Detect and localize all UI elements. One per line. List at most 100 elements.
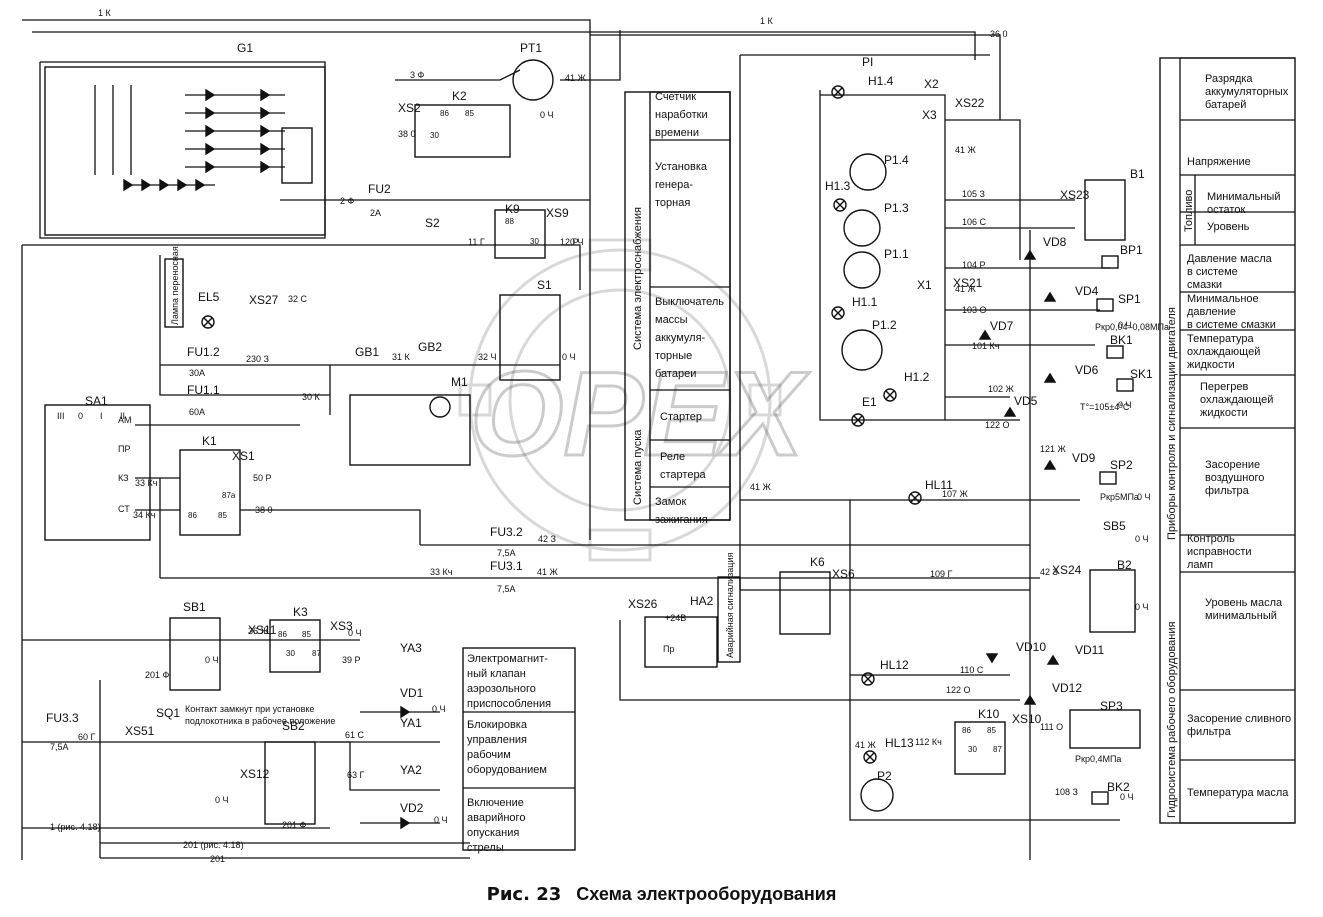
right-cell-6: охлаждающей (1187, 346, 1260, 358)
fuse-rating-1: 30А (189, 368, 205, 378)
wire-label-56: 0 Ч (1118, 400, 1132, 410)
lamp-hl13-x2 (865, 752, 875, 762)
wire-108 (849, 500, 1120, 821)
wire-label-1: 1 К (760, 16, 774, 26)
component-label-xs26: XS26 (628, 597, 658, 611)
component-label-hl11: HL11 (925, 478, 953, 492)
component-label-xs21: XS21 (953, 276, 983, 290)
right-cell-12: Температура масла (1187, 787, 1289, 799)
component-label-hl13: HL13 (885, 736, 914, 750)
component-label-vd5: VD5 (1014, 394, 1038, 408)
gauge-p11 (843, 251, 881, 289)
wire-label-24: 61 С (345, 730, 365, 740)
center-cell-text-4: стартера (660, 469, 707, 481)
wires (21, 19, 1295, 860)
lamp-h14-x2 (833, 87, 843, 97)
k6-box (779, 571, 831, 635)
left-cell-1: ный клапан (467, 668, 526, 680)
sensor-bp1 (1101, 255, 1119, 269)
component-label-k3: K3 (293, 605, 308, 619)
component-label-sa1: SA1 (85, 394, 108, 408)
component-label-x3: X3 (922, 108, 937, 122)
component-label-sp2: SP2 (1110, 458, 1133, 472)
component-label-hl12: HL12 (880, 658, 909, 672)
wire-label-18: 42 З (538, 534, 556, 544)
component-label-sb5: SB5 (1103, 519, 1126, 533)
wire-label-46: 0 Ч (348, 628, 362, 638)
b2-box (1089, 569, 1136, 633)
component-label-vd2: VD2 (400, 801, 424, 815)
diode-vd7 (978, 329, 992, 340)
g1-diode-b-1 (141, 178, 152, 192)
wire-label-4: 3 Ф (410, 70, 425, 80)
wire-label-41: 111 О (1040, 722, 1063, 732)
wire-label-44: 0 Ч (570, 237, 584, 247)
center-cell-text-4: Реле (660, 451, 685, 463)
component-label-gb2: GB2 (418, 340, 442, 354)
ha2-box (644, 616, 718, 668)
lamp-el5-x2 (203, 317, 213, 327)
component-label-k2: K2 (452, 89, 467, 103)
figure-caption: Рис. 23 Схема электрооборудования (0, 884, 1323, 905)
component-label-b2: B2 (1117, 558, 1132, 572)
right-cell-9: Контроль (1187, 533, 1235, 545)
right-group-engine: Приборы контроля и сигнализации двигател… (1166, 307, 1178, 540)
component-label-k9: K9 (505, 202, 520, 216)
right-cell-7: Перегрев (1200, 381, 1249, 393)
component-label-s1: S1 (537, 278, 552, 292)
wire-label-5: 38 0 (398, 129, 416, 139)
g1-diode-r-4 (260, 160, 271, 174)
diode-vd10 (985, 653, 999, 664)
sb1-box (169, 617, 221, 691)
component-label-xs22: XS22 (955, 96, 985, 110)
component-label-sq1: SQ1 (156, 706, 180, 720)
wire-label-35: 121 Ж (1040, 444, 1067, 454)
b1-box (1084, 179, 1126, 241)
fig-ref-1: 1 (рис. 4.18) (50, 822, 101, 832)
component-label-b1: B1 (1130, 167, 1145, 181)
sq1-note-1: Контакт замкнут при установке (185, 704, 314, 714)
g1-diode-r-2 (260, 124, 271, 138)
center-cell-text-2: аккумуля- (655, 332, 706, 344)
wire-label-40: 112 Кч (915, 737, 942, 747)
wire-label-8: 12 Р (560, 237, 579, 247)
wire-label-2: 36 0 (990, 29, 1008, 39)
wire-label-21: 36 Ж (248, 626, 270, 636)
param-5: Пр (663, 644, 674, 654)
relay-pin-11: 87 (312, 649, 321, 658)
relay-pin-9: 85 (302, 630, 311, 639)
component-label-m1: M1 (451, 375, 468, 389)
sa1-pos-1: 0 (78, 411, 83, 421)
center-cell-text-0: времени (655, 127, 699, 139)
component-label-h1-3: H1.3 (825, 179, 851, 193)
m1-motor (429, 396, 451, 418)
left-cell-2: рабочим (467, 749, 511, 761)
left-cell-3: опускания (467, 827, 519, 839)
center-group-start: Система пуска (632, 429, 644, 505)
right-cell-0: аккумуляторных (1205, 86, 1289, 98)
diode-vd12 (1023, 694, 1037, 705)
right-table (1159, 57, 1296, 824)
wire-label-51: 0 Ч (1135, 534, 1149, 544)
lamp-h12-x2 (885, 390, 895, 400)
right-cell-11: Засорение сливного (1187, 713, 1291, 725)
relay-pin-6: 86 (188, 511, 197, 520)
fig-ref-2: 201 (рис. 4.18) (183, 840, 244, 850)
component-label-fu3-1: FU3.1 (490, 559, 523, 573)
component-label-xs23: XS23 (1060, 188, 1090, 202)
left-cell-2: управления (467, 734, 527, 746)
left-cell-1: приспособления (467, 698, 551, 710)
lamp-h13 (833, 198, 847, 212)
center-cell-text-1: Установка (655, 161, 708, 173)
component-label-bk2: BK2 (1107, 780, 1130, 794)
gauge-p2 (860, 778, 894, 812)
right-cell-6: жидкости (1187, 359, 1235, 371)
right-group-hydraulics: Гидросистема рабочего оборудования (1166, 621, 1178, 818)
component-label-h1-2: H1.2 (904, 370, 930, 384)
wire-label-39: 122 О (946, 685, 971, 695)
wire-label-11: 31 К (392, 352, 411, 362)
wire-label-47: 0 Ч (205, 655, 219, 665)
wire-label-28: 105 З (962, 189, 985, 199)
g1-diode-l-1 (205, 106, 216, 120)
